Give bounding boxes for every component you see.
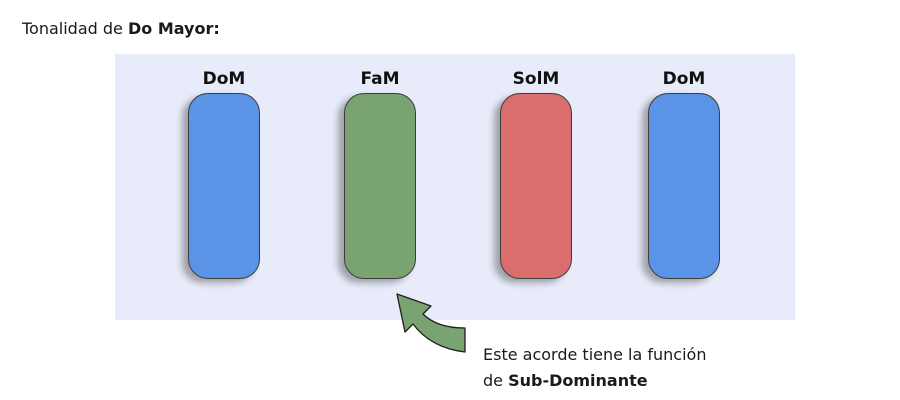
chord-label: FaM (360, 69, 400, 89)
diagram-title: Tonalidad de Do Mayor: (22, 19, 220, 39)
chord-panel: DoM FaM SolM DoM (115, 54, 795, 320)
curved-arrow-icon (396, 293, 466, 353)
title-key: Do Mayor: (127, 19, 220, 38)
chord-label: DoM (662, 69, 706, 89)
chord-label: SolM (512, 69, 560, 89)
annotation-line-2-prefix: de (483, 371, 509, 390)
chord-bar (648, 93, 720, 279)
chord-label: DoM (202, 69, 246, 89)
chord-bar (344, 93, 416, 279)
annotation-text: Este acorde tiene la función de Sub-Domi… (483, 342, 706, 394)
annotation-line-1: Este acorde tiene la función (483, 345, 707, 364)
chord-3: SolM (481, 54, 591, 320)
title-prefix: Tonalidad de (22, 19, 128, 38)
annotation-line-2: de Sub-Dominante (483, 368, 706, 394)
chord-bar (500, 93, 572, 279)
chord-4: DoM (629, 54, 739, 320)
function-name: Sub-Dominante (508, 371, 648, 390)
chord-1: DoM (169, 54, 279, 320)
chord-bar (188, 93, 260, 279)
chord-2: FaM (325, 54, 435, 320)
